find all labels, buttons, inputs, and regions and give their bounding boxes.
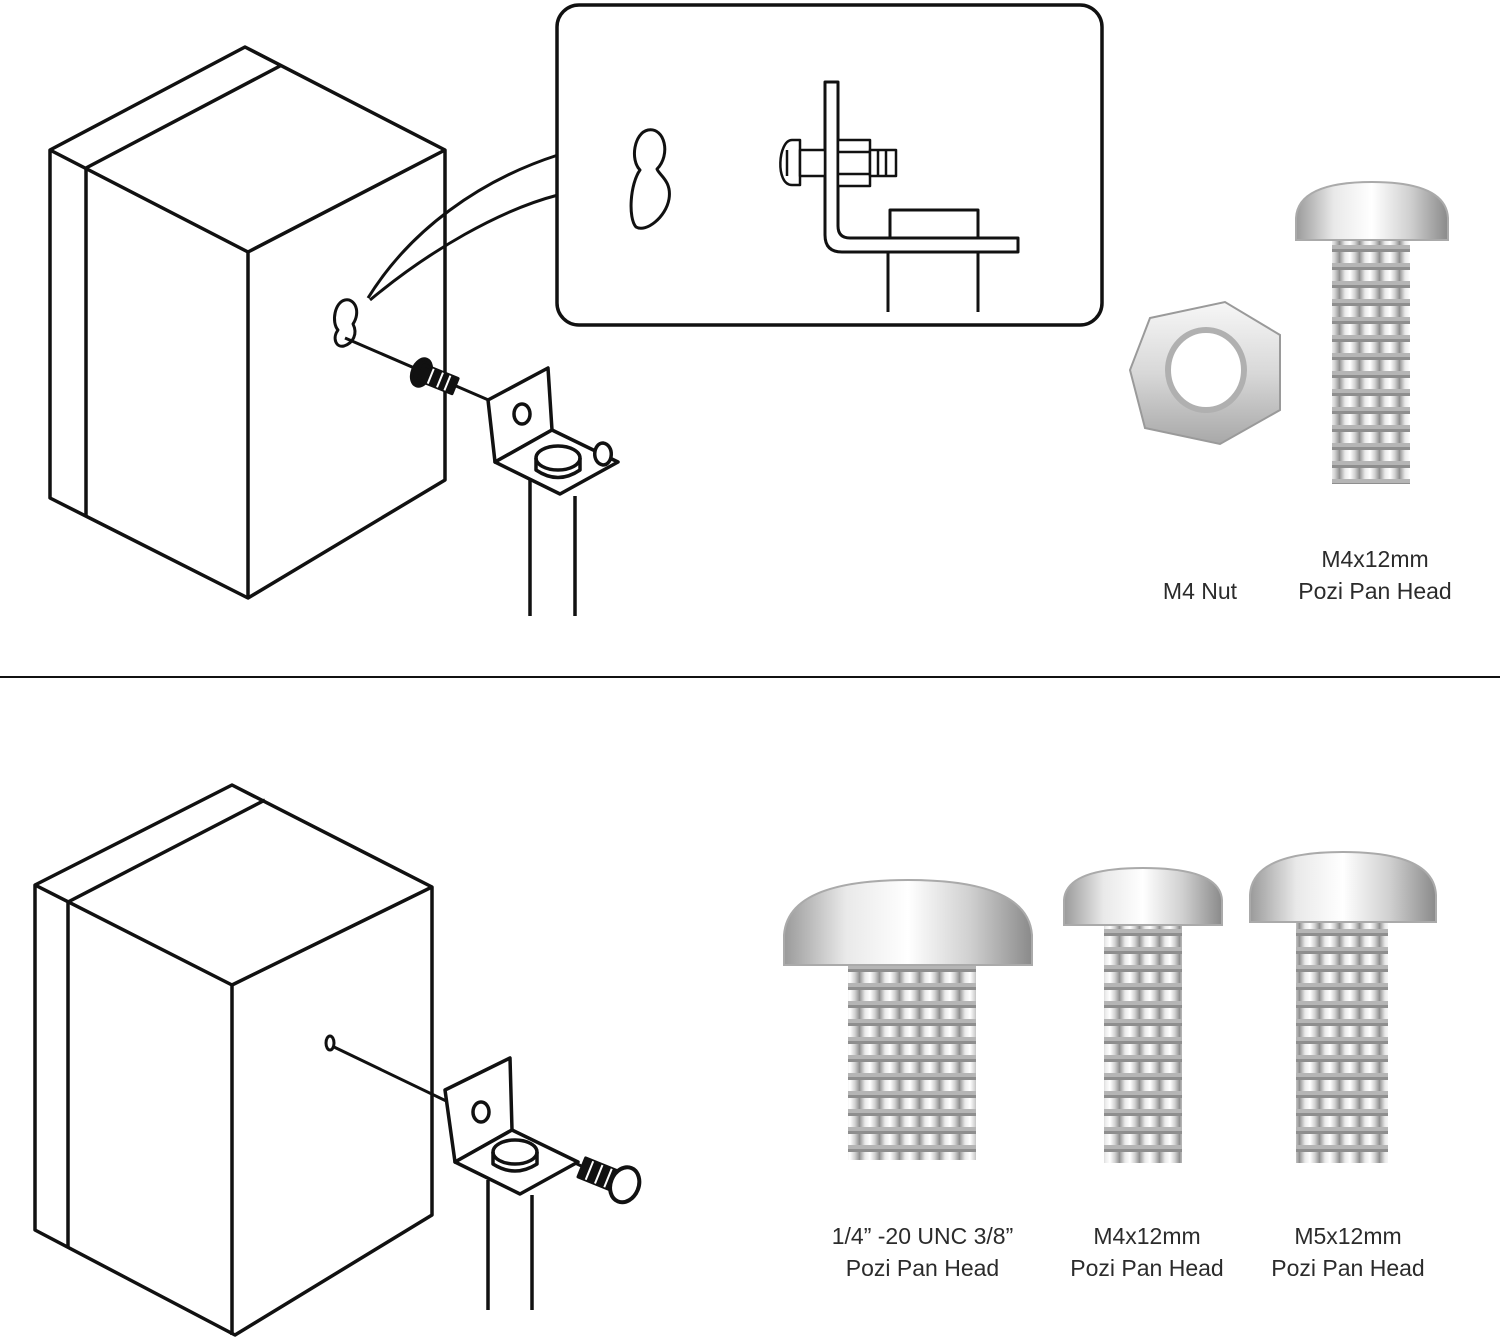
screw-icon [1063,866,1223,1163]
hex-nut-icon [1128,300,1281,446]
l-bracket-icon [486,366,620,616]
part-label-line: Pozi Pan Head [1298,578,1452,604]
part-label-m4x12-screw: M4x12mm Pozi Pan Head [1057,1220,1237,1284]
screw-icon [1249,850,1437,1163]
keyhole-slot-icon [629,128,671,230]
top-section [48,3,1104,616]
l-bracket-icon [823,80,1020,312]
speaker-box-icon [48,45,447,600]
part-label-m4-screw: M4x12mm Pozi Pan Head [1285,543,1465,607]
part-label-line: M4x12mm [1321,546,1429,572]
part-label-quarter-inch-screw: 1/4” -20 UNC 3/8” Pozi Pan Head [800,1220,1045,1284]
part-label-m4-nut: M4 Nut [1140,575,1260,607]
part-label-line: Pozi Pan Head [1070,1255,1224,1281]
screw-icon [783,878,1033,1160]
part-label-line: Pozi Pan Head [1271,1255,1425,1281]
l-bracket-icon [443,1056,580,1310]
keyhole-slot-icon [333,298,359,348]
screw-icon [409,357,460,396]
speaker-box-icon [33,783,434,1337]
part-label-line: M5x12mm [1294,1223,1402,1249]
part-label-line: Pozi Pan Head [845,1255,1000,1281]
part-label-line: M4 Nut [1162,578,1238,604]
bottom-section [33,783,642,1337]
screw-icon [1295,180,1449,484]
part-label-m5x12-screw: M5x12mm Pozi Pan Head [1258,1220,1438,1284]
screw-icon [779,138,898,188]
mounting-hole [324,1034,336,1052]
screw-icon [576,1156,642,1205]
part-label-line: 1/4” -20 UNC 3/8” [831,1223,1014,1249]
part-label-line: M4x12mm [1093,1223,1201,1249]
